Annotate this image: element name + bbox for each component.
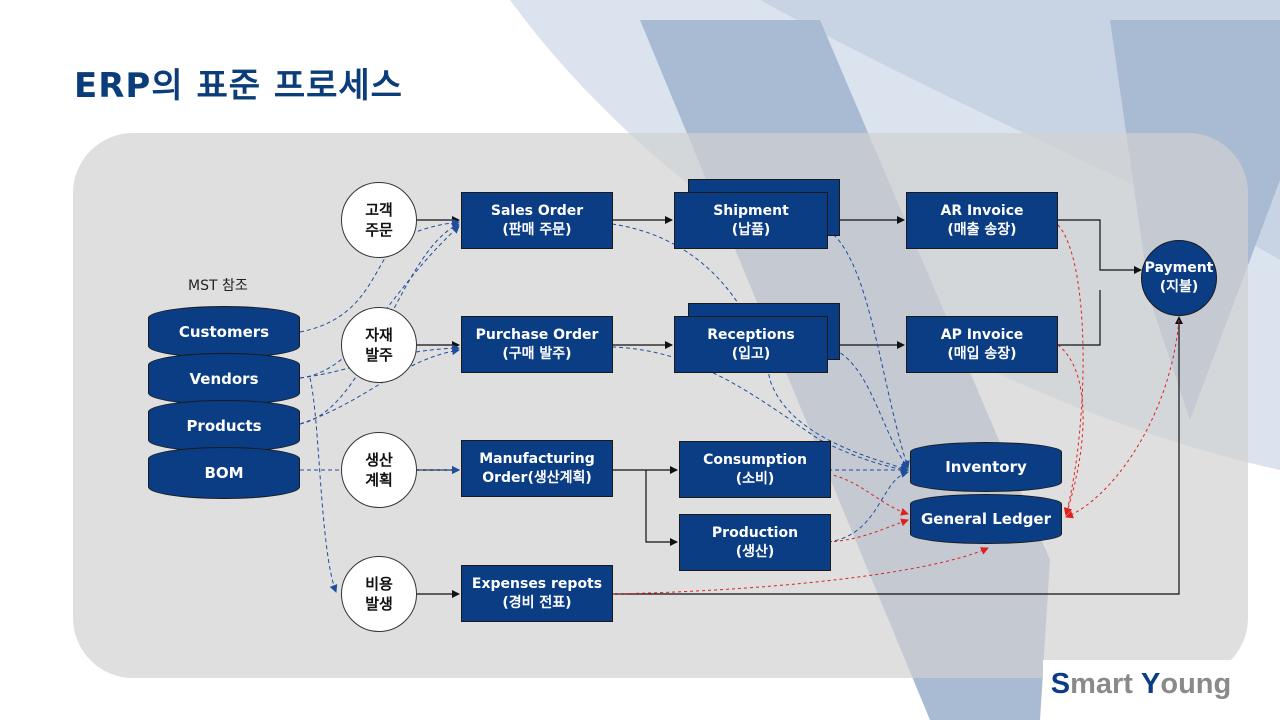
box-line2: (입고): [731, 345, 771, 362]
box-line1: AR Invoice: [940, 202, 1024, 219]
ar-invoice-box[interactable]: AR Invoice (매출 송장): [906, 192, 1058, 249]
box-line2: (매출 송장): [947, 221, 1017, 238]
receptions-box[interactable]: Receptions (입고): [674, 316, 828, 373]
payment-line2: (지불): [1159, 279, 1199, 295]
consumption-box[interactable]: Consumption (소비): [679, 441, 831, 498]
master-vendors[interactable]: Vendors: [148, 353, 300, 405]
trigger-customer-order[interactable]: 고객 주문: [341, 182, 417, 258]
box-line1: Manufacturing: [479, 450, 595, 467]
logo-letter-y: Y: [1141, 667, 1161, 700]
trigger-line2: 발생: [365, 595, 393, 613]
box-line2: (생산): [735, 543, 775, 560]
manufacturing-order-box[interactable]: Manufacturing Order(생산계획): [461, 440, 613, 497]
box-line2: Order(생산계획): [482, 469, 592, 486]
box-line1: Purchase Order: [475, 326, 599, 343]
purchase-order-box[interactable]: Purchase Order (구매 발주): [461, 316, 613, 373]
production-box[interactable]: Production (생산): [679, 514, 831, 571]
box-line1: Receptions: [707, 326, 795, 343]
ap-invoice-box[interactable]: AP Invoice (매입 송장): [906, 316, 1058, 373]
trigger-line1: 고객: [365, 201, 393, 219]
trigger-line1: 생산: [365, 451, 393, 469]
box-line2: (판매 주문): [502, 221, 572, 238]
box-line2: (매입 송장): [947, 345, 1017, 362]
box-line1: Consumption: [703, 451, 807, 468]
inventory-store[interactable]: Inventory: [910, 442, 1062, 492]
logo-text-oung: oung: [1160, 667, 1232, 700]
trigger-line2: 주문: [365, 221, 393, 239]
trigger-line2: 발주: [365, 346, 393, 364]
mst-reference-label: MST 참조: [188, 278, 248, 294]
payment-line1: Payment: [1144, 260, 1214, 276]
expenses-report-box[interactable]: Expenses repots (경비 전표): [461, 565, 613, 622]
sales-order-box[interactable]: Sales Order (판매 주문): [461, 192, 613, 249]
box-line1: Production: [711, 524, 799, 541]
box-line1: Sales Order: [490, 202, 584, 219]
master-products[interactable]: Products: [148, 400, 300, 452]
shipment-box[interactable]: Shipment (납품): [674, 192, 828, 249]
logo-letter-s: S: [1050, 667, 1071, 700]
logo-text-mart: mart: [1070, 667, 1142, 700]
box-line1: Expenses repots: [471, 575, 603, 592]
box-line1: Shipment: [713, 202, 789, 219]
payment-node[interactable]: Payment (지불): [1141, 240, 1217, 316]
master-customers[interactable]: Customers: [148, 306, 300, 358]
box-line2: (소비): [735, 470, 775, 487]
general-ledger-store[interactable]: General Ledger: [910, 494, 1062, 544]
trigger-line1: 자재: [365, 326, 393, 344]
box-line2: (구매 발주): [502, 345, 572, 362]
page-title: ERP의 표준 프로세스: [74, 66, 403, 106]
box-line1: AP Invoice: [940, 326, 1024, 343]
trigger-production-plan[interactable]: 생산 계획: [341, 432, 417, 508]
master-bom[interactable]: BOM: [148, 447, 300, 499]
trigger-expense[interactable]: 비용 발생: [341, 556, 417, 632]
box-line2: (경비 전표): [502, 594, 572, 611]
trigger-material-order[interactable]: 자재 발주: [341, 307, 417, 383]
trigger-line1: 비용: [365, 575, 393, 593]
trigger-line2: 계획: [365, 471, 393, 489]
box-line2: (납품): [731, 221, 771, 238]
